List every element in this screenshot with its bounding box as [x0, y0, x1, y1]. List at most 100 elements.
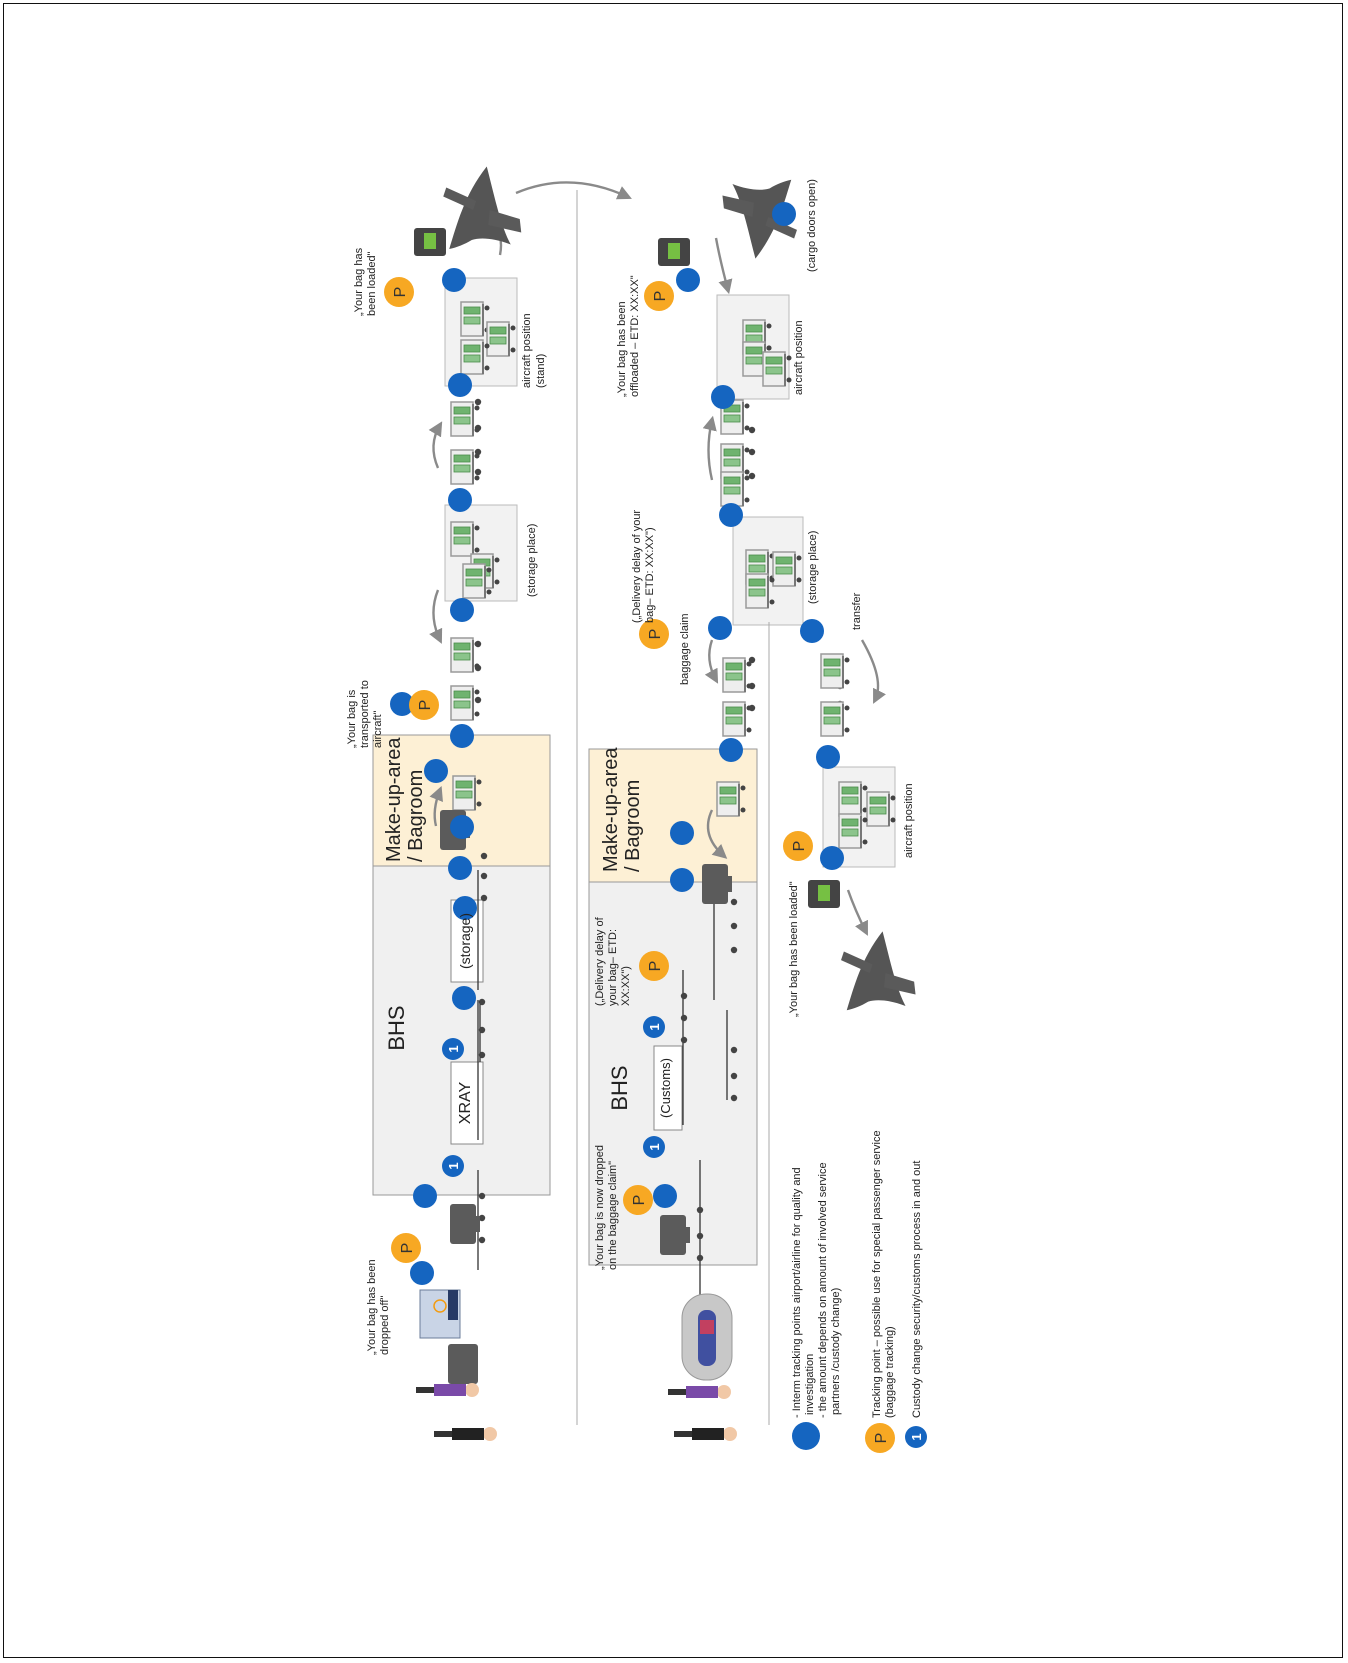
legend-one-text: Custody change security/customs process … [911, 1161, 923, 1418]
p-marker-icon [623, 1185, 653, 1215]
xray-label: XRAY [457, 1081, 474, 1124]
passenger-icon-head [483, 1427, 497, 1441]
custody-1-icon [905, 1426, 927, 1448]
flow-arrow-8 [706, 809, 728, 859]
makeup-title-arrival: Make-up-area/ Bagroom [600, 747, 644, 872]
airplane-icon-departure [443, 166, 522, 249]
storage-place-label-line: (storage place) [526, 524, 538, 597]
passenger-icon-head [723, 1427, 737, 1441]
flow-arrow-5 [702, 415, 717, 481]
msg-transported-line: transported to [359, 680, 371, 748]
msg-delay-bhs: („Delivery delay ofyour bag– ETD:XX:XX") [594, 916, 632, 1006]
suitcase-icon [448, 1344, 478, 1384]
passenger-icon-body [692, 1428, 724, 1440]
roller-dot [730, 1094, 738, 1102]
bhs-title: BHS [384, 1005, 409, 1050]
baggage-cart-icon [450, 685, 480, 721]
customs-label: (Customs) [658, 1058, 673, 1118]
msg-loaded-transfer-line: „Your bag has been loaded" [788, 881, 800, 1017]
roller-dot [730, 1072, 738, 1080]
custody-1-label: 1 [446, 1162, 461, 1169]
makeup-title-arrival-line: Make-up-area [600, 747, 622, 872]
aircraft-position-label-line: aircraft position [793, 320, 805, 395]
msg-delay-bhs-line: („Delivery delay of [594, 916, 606, 1006]
p-marker-icon [391, 1233, 421, 1263]
passenger-icon-legs [434, 1431, 452, 1437]
p-marker-icon [639, 619, 669, 649]
msg-dropped-claim: „Your bag is now droppedon the baggage c… [594, 1145, 619, 1270]
msg-delay-bhs-line: your bag– ETD: [607, 929, 619, 1006]
msg-offloaded-line: offloaded – ETD: XX:XX" [629, 275, 641, 397]
tracking-dot-icon [448, 856, 472, 880]
tracking-dot-icon [670, 868, 694, 892]
tracking-dot-icon [410, 1261, 434, 1285]
tracking-dot-icon [390, 692, 414, 716]
baggage-cart-icon [820, 653, 850, 689]
makeup-title-line: Make-up-area [383, 737, 405, 862]
tracking-dot-icon [450, 724, 474, 748]
tracking-dot-icon [772, 202, 796, 226]
roller-dot [478, 1192, 486, 1200]
passenger-icon-body [686, 1386, 718, 1398]
p-marker-icon [639, 951, 669, 981]
baggage-cart-icon [722, 657, 752, 693]
roller-dot [680, 992, 688, 1000]
p-marker-icon [409, 690, 439, 720]
roller-dot [480, 872, 488, 880]
p-marker-icon [865, 1423, 895, 1453]
storage-label-line: (storage) [457, 913, 473, 969]
tracking-dot-icon [453, 896, 477, 920]
roller-dot [474, 468, 482, 476]
tracking-dot-icon [450, 815, 474, 839]
flow-arrow-9 [846, 889, 868, 936]
flow-arrow-3 [515, 181, 632, 200]
customs-label-line: (Customs) [658, 1058, 673, 1118]
tracking-dot-icon [711, 385, 735, 409]
airplane-icon-transfer [841, 931, 916, 1011]
storage-place-label: (storage place) [526, 524, 538, 597]
tracking-dot-icon [448, 373, 472, 397]
bhs-title-arrival: BHS [607, 1065, 632, 1110]
passenger-icon-body [452, 1428, 484, 1440]
p-marker-label: P [399, 1243, 416, 1254]
tracking-dot-icon [450, 598, 474, 622]
passenger-icon-legs [416, 1387, 434, 1393]
roller-dot [478, 998, 486, 1006]
msg-transported-line: „Your bag is [346, 689, 358, 748]
legend-blue-text: - Interm tracking points airport/airline… [791, 1162, 842, 1418]
roller-dot [474, 398, 482, 406]
legend-blue-text-line: - the amount depends on amount of involv… [817, 1162, 829, 1418]
storage-place-label-2-line: (storage place) [807, 531, 819, 604]
tracking-dot-icon [424, 759, 448, 783]
suitcase-handle [686, 1227, 690, 1243]
legend-blue-text-line: - Interm tracking points airport/airline… [791, 1167, 803, 1418]
baggage-cart-icon [450, 637, 480, 673]
roller-dot [748, 472, 756, 480]
scanner-screen [818, 885, 830, 901]
roller-dot [730, 1046, 738, 1054]
baggage-claim-label-line: baggage claim [679, 613, 691, 685]
customs-box [653, 1045, 683, 1131]
suitcase-icon [450, 1204, 476, 1244]
process-icons [414, 166, 916, 1441]
p-marker-label: P [417, 700, 434, 711]
flow-arrow-0 [429, 589, 443, 644]
roller-dot [680, 1036, 688, 1044]
baggage-cart-icon [450, 401, 480, 437]
passenger-icon-legs [668, 1389, 686, 1395]
passenger-icon-head [465, 1383, 479, 1397]
msg-offloaded-line: „Your bag has been [616, 301, 628, 397]
flow-arrow-6 [704, 639, 719, 684]
msg-loaded-line: „Your bag has [353, 247, 365, 316]
aircraft-position-label: aircraft position [793, 320, 805, 395]
roller-dot [730, 922, 738, 930]
p-marker-label: P [631, 1195, 648, 1206]
roller-dot [696, 1254, 704, 1262]
baggage-cart-icon [720, 471, 750, 507]
tracking-dot-icon [816, 745, 840, 769]
roller-dot [730, 898, 738, 906]
msg-offloaded: „Your bag has beenoffloaded – ETD: XX:XX… [616, 275, 641, 397]
storage-place-label-2: (storage place) [807, 531, 819, 604]
airplane-shape [841, 931, 916, 1011]
